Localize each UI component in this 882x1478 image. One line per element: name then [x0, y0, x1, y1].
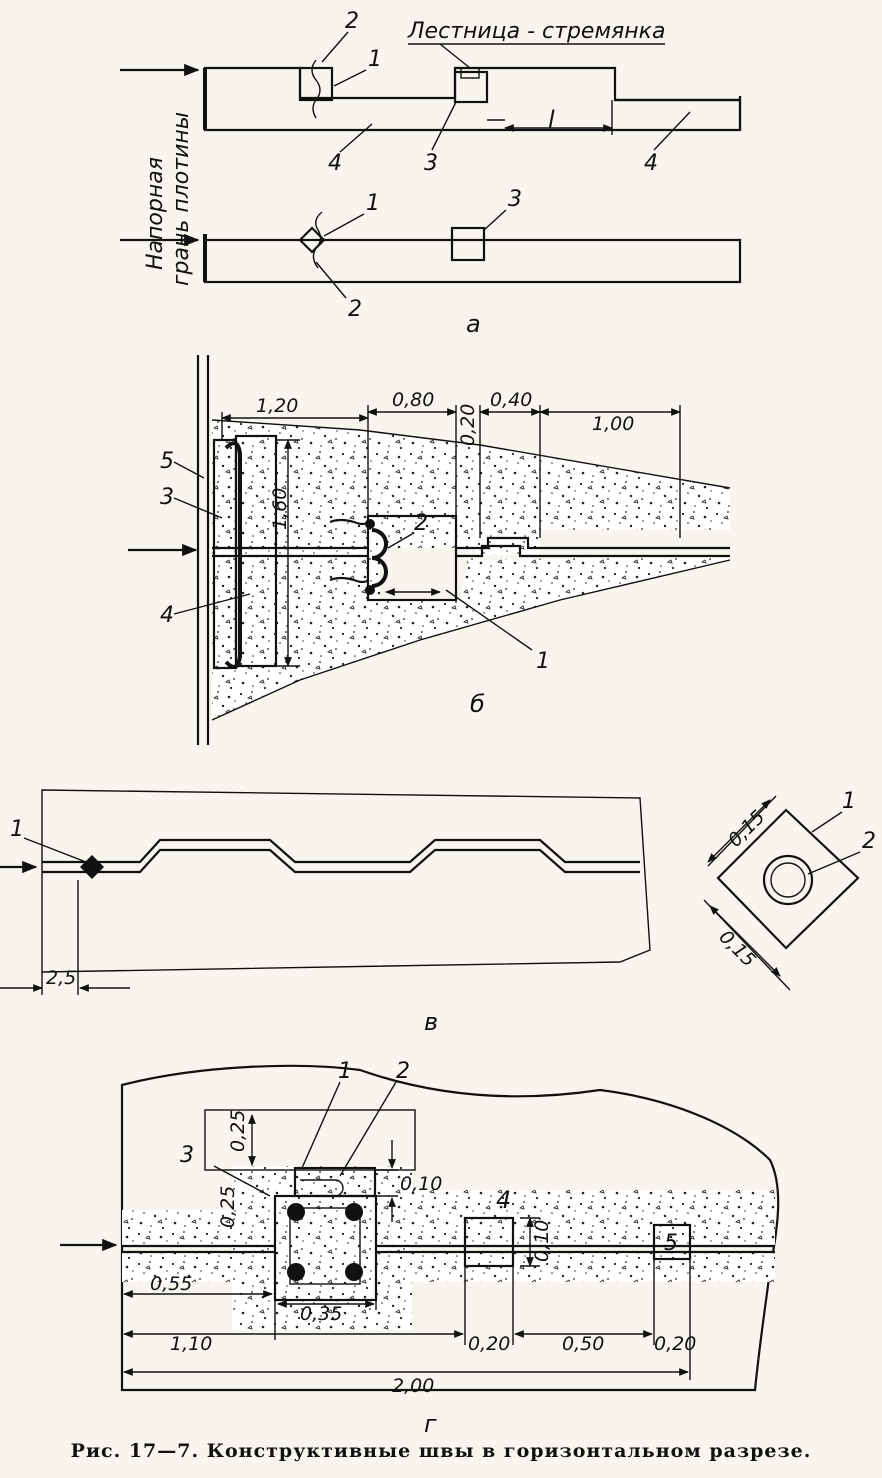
panel-label-v: в: [424, 1008, 438, 1036]
dim-0-20: 0,20: [468, 1333, 510, 1355]
dim-0-10-vertical: 0,10: [531, 1220, 553, 1262]
panel-label-b: б: [470, 690, 485, 718]
dim-1-10: 1,10: [170, 1333, 212, 1355]
callout-4: 4: [496, 1186, 511, 1214]
rubber-insert: [463, 1216, 515, 1268]
seal-shaft: [366, 514, 458, 602]
callout-4: 4: [328, 151, 342, 176]
panel-a-top-strip: [203, 59, 742, 135]
panel-a: Напорная грань плотины Лестница - стремя…: [120, 9, 742, 338]
callout-3: 3: [508, 187, 522, 212]
panel-g: 5 0,25 0,25 0,10 0,10 0,55 0,35 1,10 0,2…: [60, 1059, 780, 1438]
inspection-shaft: [652, 1223, 692, 1261]
dim-2-00: 2,00: [392, 1375, 434, 1397]
callout-2: 2: [348, 297, 362, 322]
concrete-block: [41, 789, 651, 973]
callout-2: 2: [862, 829, 876, 854]
panel-a-bottom-strip: [203, 211, 742, 284]
callout-4: 4: [644, 151, 658, 176]
dim-1-60: 1,60: [269, 488, 291, 530]
dim-0-55: 0,55: [150, 1273, 192, 1295]
dim-0-35: 0,35: [300, 1303, 342, 1325]
callout-3: 3: [160, 485, 174, 510]
callout-5: 5: [664, 1231, 678, 1256]
callout-1: 1: [10, 817, 24, 842]
callout-1: 1: [536, 649, 550, 674]
dim-l: l: [548, 106, 555, 134]
callout-2: 2: [345, 9, 359, 34]
panel-label-a: а: [466, 310, 481, 338]
panel-b: 1,20 0,80 0,20 0,40 1,00 1,60 5 3 4 2 1 …: [128, 355, 731, 745]
callout-5: 5: [160, 449, 174, 474]
callout-3: 3: [424, 151, 438, 176]
face-label: Напорная: [143, 157, 168, 270]
callout-2: 2: [414, 511, 428, 536]
seal-diamond: [80, 855, 104, 879]
seal-diamond: [298, 226, 326, 254]
face-label: грань плотины: [169, 112, 194, 286]
dim-0-15: 0,15: [724, 806, 769, 851]
keyed-joint: [42, 838, 640, 864]
dim-0-25: 0,25: [227, 1110, 249, 1152]
dim-0-50: 0,50: [562, 1333, 604, 1355]
inspection-shaft: [450, 226, 486, 262]
dim-1-00: 1,00: [592, 413, 634, 435]
panel-v: 2,5 1 в 0,15 0,15 1 2: [0, 789, 876, 1036]
inspection-gallery: [234, 434, 278, 668]
seal-plug: [289, 1207, 361, 1285]
seal-box: [298, 66, 334, 102]
callout-1: 1: [366, 191, 380, 216]
callout-1: 1: [842, 789, 856, 814]
callout-1: 1: [368, 47, 382, 72]
dim-0-25: 0,25: [217, 1186, 239, 1228]
callout-4: 4: [160, 603, 174, 628]
dim-0-20: 0,20: [654, 1333, 696, 1355]
panel-label-g: г: [424, 1410, 437, 1438]
callout-2: 2: [396, 1059, 410, 1084]
figure-caption: Рис. 17—7. Конструктивные швы в горизонт…: [70, 1440, 812, 1462]
dim-0-80: 0,80: [392, 389, 434, 411]
ladder-shaft: [453, 70, 489, 104]
callout-1: 1: [338, 1059, 352, 1084]
callout-3: 3: [180, 1143, 194, 1168]
dim-0-15: 0,15: [714, 926, 759, 971]
ladder-label: Лестница - стремянка: [407, 19, 665, 44]
dim-0-40: 0,40: [490, 389, 532, 411]
dim-0-20: 0,20: [457, 404, 479, 446]
dim-1-20: 1,20: [256, 395, 298, 417]
dim-0-10: 0,10: [400, 1173, 442, 1195]
dim-2-5: 2,5: [46, 967, 76, 989]
